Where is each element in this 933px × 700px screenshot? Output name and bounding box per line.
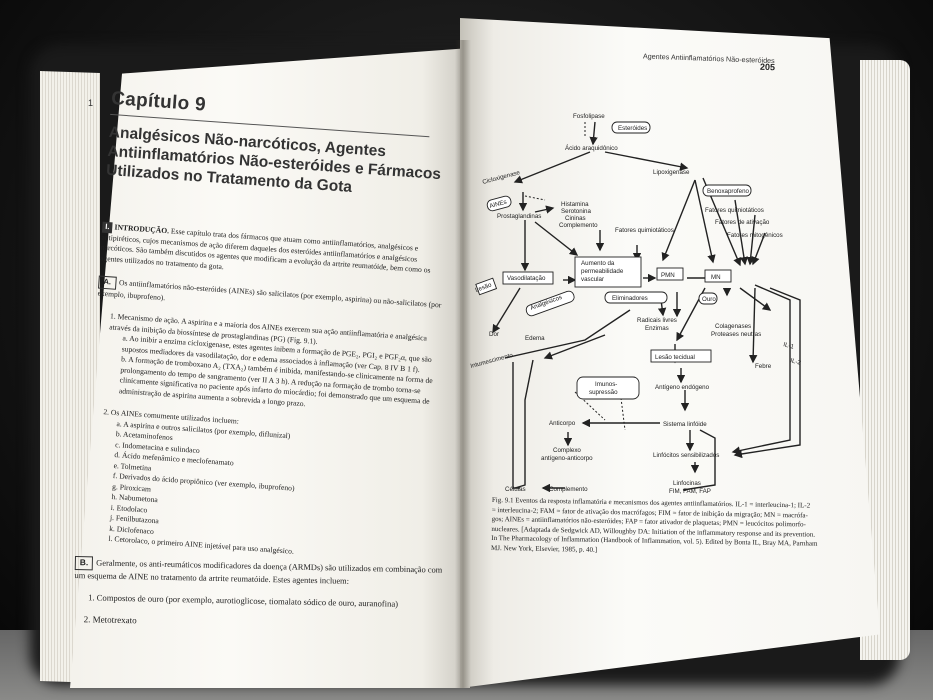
section-b: B.Geralmente, os anti-reumáticos modific… (74, 556, 443, 633)
label-ouro: Ouro (702, 296, 716, 303)
list-item: 1. Compostos de ouro (por exemplo, aurot… (88, 592, 399, 609)
label-fosfolipase: Fosfolipase (573, 113, 605, 120)
label-radicais: Radicais livres (637, 317, 677, 324)
label-mn: MN (711, 274, 721, 281)
label-histamina: Histamina (561, 201, 589, 208)
label-lipoxigenase: Lipoxigenase (653, 169, 690, 176)
label-edema: Edema (525, 335, 545, 342)
intro-section: I.INTRODUÇÃO. Esse capítulo trata dos fá… (100, 221, 452, 288)
figure-caption: Fig. 9.1 Eventos da resposta inflamatóri… (491, 496, 852, 559)
label-serotonina: Serotonina (561, 208, 591, 215)
label-complemento-2: Complemento (549, 486, 588, 493)
label-acido: Ácido araquidônico (565, 145, 618, 152)
page-number: 205 (759, 61, 776, 73)
common-aines-section: 2. Os AINEs comumente utilizados incluem… (80, 406, 439, 567)
side-page-number: 1 (88, 98, 94, 108)
label-vasodilatacao: Vasodilatação (507, 275, 546, 282)
intro-tag: I. (101, 221, 113, 233)
label-il2: IL-2 (789, 357, 802, 367)
label-celulas: Células (505, 486, 526, 493)
label-febre: Febre (755, 363, 772, 370)
label-complexo: Complexo (553, 447, 581, 454)
label-aumento: vascular (581, 276, 604, 283)
label-imunossupressao: Imunos- (595, 381, 617, 388)
label-aumento: permeabilidade (581, 268, 624, 275)
label-il1: IL-1 (782, 341, 795, 351)
label-fatores-mitogenicos: Fatores mitogênicos (727, 232, 783, 239)
label-esteroides: Esteróides (618, 125, 647, 132)
label-linfocinas: Linfocinas (673, 480, 701, 487)
label-aines: AINEs (489, 199, 508, 210)
label-cininas: Cininas (565, 215, 586, 222)
label-linfocitos: Linfócitos sensibilizados (653, 452, 719, 459)
label-complemento: Complemento (559, 222, 598, 229)
inflammation-diagram: Fosfolipase Esteróides Ácido araquidônic… (470, 113, 802, 495)
label-complexo: antígeno-anticorpo (541, 455, 593, 462)
label-pmn: PMN (661, 272, 675, 279)
label-enzimas: Enzimas (645, 325, 669, 332)
left-page-content: Capítulo 9 Analgésicos Não-narcóticos, A… (80, 88, 461, 567)
label-dor: Dor (489, 331, 499, 338)
label-fatores-quimiotaticos-2: Fatores quimiotáticos (705, 207, 764, 214)
left-page (70, 48, 470, 688)
common-list: a. A aspirina e outros salicilatos (por … (94, 418, 438, 567)
label-imunossupressao: supressão (589, 389, 618, 396)
label-anticorpo: Anticorpo (549, 420, 576, 427)
label-eliminadores: Eliminadores (612, 295, 648, 302)
label-fatores-quimiotaticos: Fatores quimiotáticos (615, 227, 674, 234)
label-linfocinas: FIM, FAM, FAP (669, 488, 711, 495)
label-lesao-tecidual: Lesão tecidual (655, 354, 695, 361)
section-a-tag: A. (98, 275, 117, 290)
label-antigeno: Antígeno endógeno (655, 384, 710, 391)
mechanism-section: 1. Mecanismo de ação. A aspirina e a mai… (91, 310, 446, 418)
book-gutter (455, 40, 471, 688)
section-b-tag: B. (74, 556, 94, 570)
label-prostaglandinas: Prostaglandinas (497, 213, 541, 220)
label-benoxaprofeno: Benoxaprofeno (707, 188, 750, 195)
label-proteases: Proteases neutras (711, 331, 761, 338)
label-aumento: Aumento da (581, 260, 615, 267)
label-inflamacao: Intumescimento (470, 352, 515, 370)
label-sistema-linfoide: Sistema linfóide (663, 421, 707, 428)
section-b-text: Geralmente, os anti-reumáticos modificad… (74, 558, 443, 586)
label-cicloxigenase: Cicloxigenase (482, 169, 522, 186)
label-colagenases: Colagenases (715, 323, 751, 330)
label-fatores-ativacao: Fatores de ativação (715, 219, 770, 226)
